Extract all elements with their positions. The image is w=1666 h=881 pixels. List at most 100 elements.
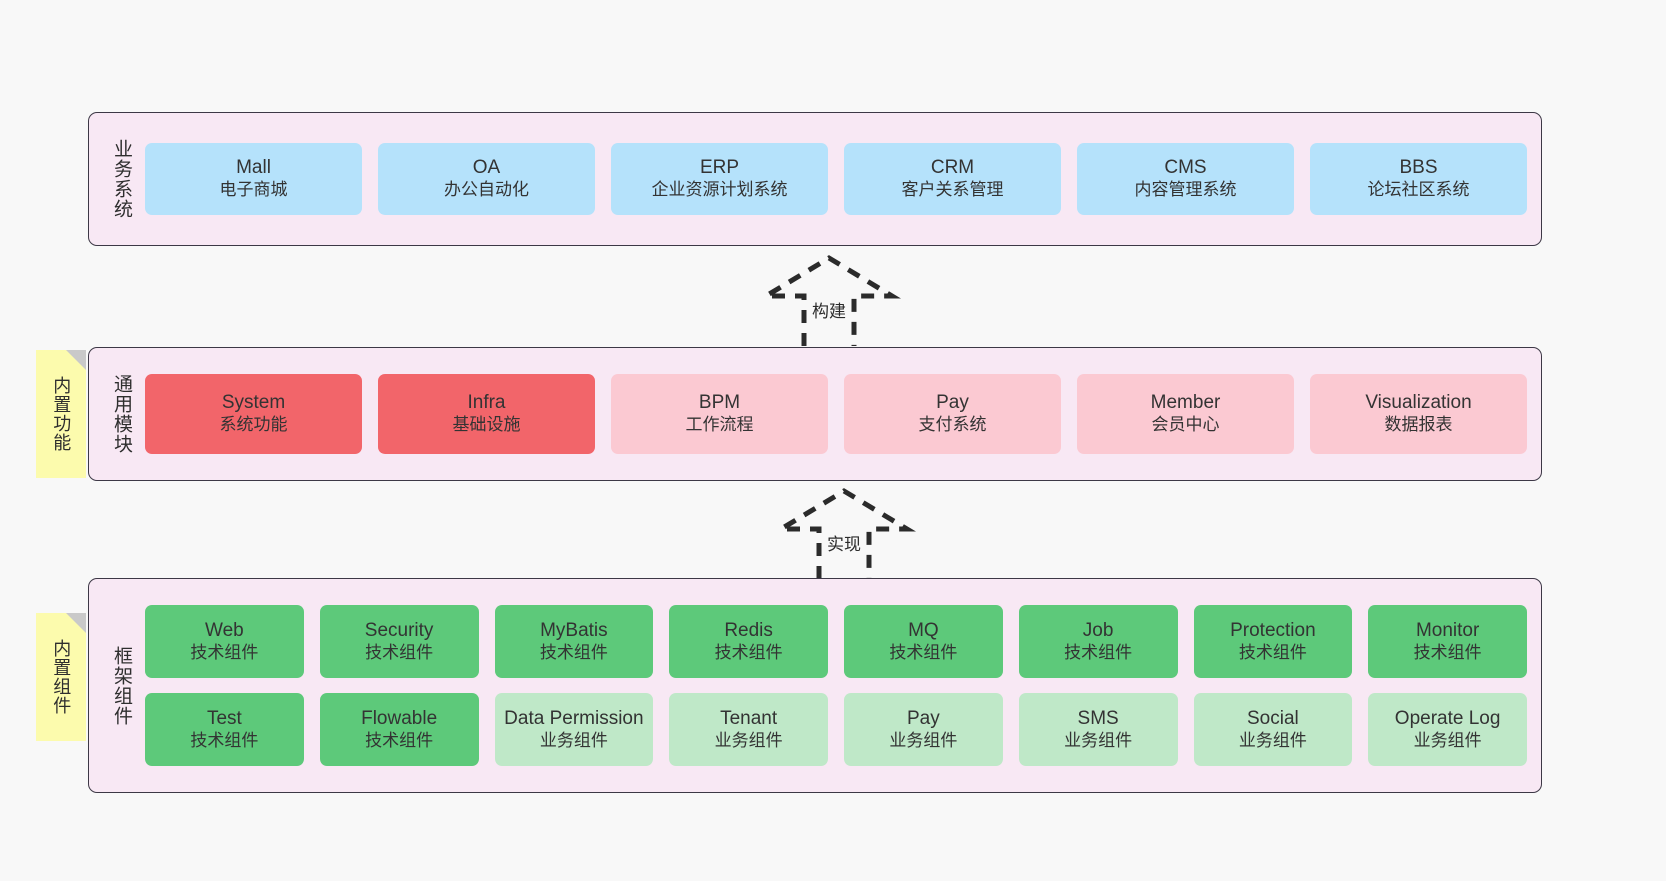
card-tenant[interactable]: Tenant 业务组件 [669, 693, 828, 766]
card-subtitle: 技术组件 [1238, 642, 1307, 662]
card-subtitle: 技术组件 [365, 642, 434, 662]
card-test[interactable]: Test 技术组件 [145, 693, 304, 766]
card-title: CRM [930, 157, 975, 179]
card-mq[interactable]: MQ 技术组件 [844, 605, 1003, 678]
card-subtitle: 技术组件 [190, 730, 259, 750]
card-pay-business[interactable]: Pay 业务组件 [844, 693, 1003, 766]
card-subtitle: 论坛社区系统 [1367, 180, 1470, 200]
card-title: System [221, 392, 286, 414]
card-title: Redis [724, 619, 773, 641]
layer-title-framework-components: 框架组件 [111, 645, 132, 726]
card-title: Data Permission [504, 707, 644, 729]
card-web[interactable]: Web 技术组件 [145, 605, 304, 678]
card-title: Pay [936, 392, 969, 414]
card-title: BBS [1399, 157, 1438, 179]
arrow-realize: 实现 [769, 487, 919, 579]
arrow-build: 构建 [754, 254, 904, 346]
card-subtitle: 业务组件 [1064, 730, 1133, 750]
page-fold-icon [66, 350, 86, 370]
layer-business-systems: 业务系统 Mall 电子商城 OA 办公自动化 ERP 企业资源计划系统 CRM… [88, 112, 1542, 246]
card-subtitle: 技术组件 [1413, 642, 1482, 662]
card-mall[interactable]: Mall 电子商城 [145, 143, 362, 215]
layer-body-business-systems: Mall 电子商城 OA 办公自动化 ERP 企业资源计划系统 CRM 客户关系… [139, 113, 1541, 245]
page-fold-icon [66, 613, 86, 633]
card-subtitle: 企业资源计划系统 [651, 180, 788, 200]
sticky-note-builtin-components: 内置组件 [36, 613, 86, 741]
card-operate-log[interactable]: Operate Log 业务组件 [1368, 693, 1527, 766]
card-title: Monitor [1415, 619, 1480, 641]
card-monitor[interactable]: Monitor 技术组件 [1368, 605, 1527, 678]
card-subtitle: 业务组件 [889, 730, 958, 750]
card-title: Test [206, 707, 242, 729]
card-subtitle: 技术组件 [539, 642, 608, 662]
card-subtitle: 技术组件 [714, 642, 783, 662]
card-title: CMS [1164, 157, 1207, 179]
card-row: Web 技术组件 Security 技术组件 MyBatis 技术组件 Redi… [145, 605, 1527, 678]
card-oa[interactable]: OA 办公自动化 [378, 143, 595, 215]
card-subtitle: 技术组件 [365, 730, 434, 750]
card-title: Social [1247, 707, 1299, 729]
card-title: SMS [1077, 707, 1119, 729]
card-visualization[interactable]: Visualization 数据报表 [1310, 374, 1527, 454]
card-subtitle: 业务组件 [714, 730, 783, 750]
card-subtitle: 工作流程 [685, 415, 754, 435]
card-security[interactable]: Security 技术组件 [319, 605, 479, 678]
sticky-note-builtin-features: 内置功能 [36, 350, 86, 478]
arrow-build-label: 构建 [812, 302, 846, 321]
card-bpm[interactable]: BPM 工作流程 [611, 374, 828, 454]
card-erp[interactable]: ERP 企业资源计划系统 [611, 143, 828, 215]
card-subtitle: 技术组件 [1064, 642, 1133, 662]
card-title: ERP [699, 157, 740, 179]
layer-body-framework-components: Web 技术组件 Security 技术组件 MyBatis 技术组件 Redi… [139, 579, 1541, 792]
card-title: Visualization [1365, 392, 1472, 414]
card-title: Web [205, 619, 244, 641]
card-subtitle: 业务组件 [1238, 730, 1307, 750]
card-pay[interactable]: Pay 支付系统 [844, 374, 1061, 454]
card-protection[interactable]: Protection 技术组件 [1193, 605, 1353, 678]
card-title: BPM [698, 392, 741, 414]
card-title: Member [1150, 392, 1221, 414]
card-title: OA [472, 157, 501, 179]
card-redis[interactable]: Redis 技术组件 [669, 605, 828, 678]
card-title: Operate Log [1394, 707, 1501, 729]
card-subtitle: 会员中心 [1151, 415, 1220, 435]
card-row: Mall 电子商城 OA 办公自动化 ERP 企业资源计划系统 CRM 客户关系… [145, 143, 1527, 215]
layer-title-business-systems: 业务系统 [111, 139, 132, 219]
card-sms[interactable]: SMS 业务组件 [1018, 693, 1178, 766]
card-subtitle: 办公自动化 [444, 180, 529, 200]
card-title: Tenant [720, 707, 778, 729]
card-subtitle: 支付系统 [918, 415, 987, 435]
card-title: Infra [467, 392, 506, 414]
card-title: Mall [236, 157, 271, 179]
layer-body-common-modules: System 系统功能 Infra 基础设施 BPM 工作流程 Pay 支付系统… [139, 348, 1541, 480]
card-title: Job [1082, 619, 1114, 641]
card-title: Pay [907, 707, 940, 729]
sticky-note-label: 内置功能 [51, 376, 72, 452]
card-bbs[interactable]: BBS 论坛社区系统 [1310, 143, 1527, 215]
card-title: MyBatis [540, 619, 608, 641]
card-flowable[interactable]: Flowable 技术组件 [319, 693, 479, 766]
card-social[interactable]: Social 业务组件 [1193, 693, 1353, 766]
sticky-note-label: 内置组件 [51, 639, 72, 715]
card-infra[interactable]: Infra 基础设施 [378, 374, 595, 454]
card-crm[interactable]: CRM 客户关系管理 [844, 143, 1061, 215]
card-row: System 系统功能 Infra 基础设施 BPM 工作流程 Pay 支付系统… [145, 374, 1527, 454]
arrow-realize-label: 实现 [827, 535, 861, 554]
card-subtitle: 基础设施 [452, 415, 521, 435]
card-subtitle: 技术组件 [889, 642, 958, 662]
card-data-permission[interactable]: Data Permission 业务组件 [494, 693, 654, 766]
card-job[interactable]: Job 技术组件 [1018, 605, 1178, 678]
card-subtitle: 业务组件 [1413, 730, 1482, 750]
card-subtitle: 客户关系管理 [901, 180, 1004, 200]
card-mybatis[interactable]: MyBatis 技术组件 [494, 605, 654, 678]
card-title: Security [364, 619, 434, 641]
card-subtitle: 电子商城 [219, 180, 288, 200]
layer-common-modules: 通用模块 System 系统功能 Infra 基础设施 BPM 工作流程 Pay… [88, 347, 1542, 481]
card-member[interactable]: Member 会员中心 [1077, 374, 1294, 454]
card-title: MQ [908, 619, 939, 641]
card-cms[interactable]: CMS 内容管理系统 [1077, 143, 1294, 215]
card-row: Test 技术组件 Flowable 技术组件 Data Permission … [145, 693, 1527, 766]
card-subtitle: 系统功能 [219, 415, 288, 435]
card-system[interactable]: System 系统功能 [145, 374, 362, 454]
